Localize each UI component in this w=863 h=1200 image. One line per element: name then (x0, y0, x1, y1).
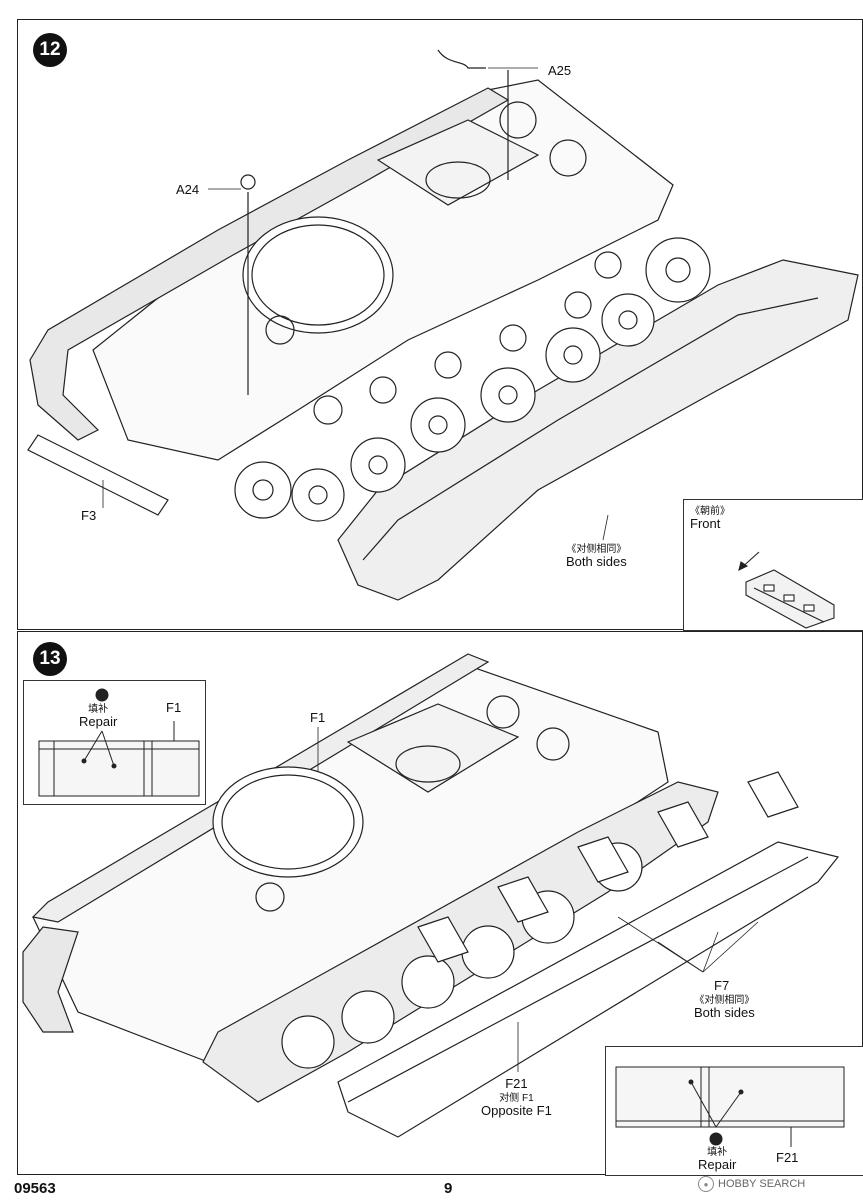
repair-note-right: 填补 Repair (698, 1147, 736, 1172)
repair-left-en: Repair (79, 714, 118, 729)
step-13-illustration (22, 653, 840, 1138)
repair-right-en: Repair (698, 1157, 737, 1172)
page-number: 9 (444, 1180, 453, 1197)
repair-f21-diagram (615, 1066, 845, 1147)
step-13-badge: 13 (33, 642, 67, 676)
product-code: 09563 (14, 1180, 56, 1197)
repair-left-cn: 填补 (88, 704, 109, 715)
both-sides-note: 《对侧相同》 Both sides (566, 544, 627, 569)
track-link-diagram (738, 551, 835, 629)
f7-note-en: Both sides (694, 1005, 755, 1020)
front-inset-label-cn: 《朝前》 (690, 506, 730, 517)
repair-inset-f1: 填补 Repair F1 (23, 680, 206, 805)
label-f7: F7 (714, 978, 730, 993)
f7-both-sides-note: 《对侧相同》 Both sides (694, 995, 755, 1020)
step-13-panel: 13 (17, 631, 863, 1176)
repair-left-part: F1 (166, 700, 182, 715)
watermark: ● HOBBY SEARCH (698, 1176, 805, 1192)
step-12-illustration (27, 49, 859, 601)
repair-inset-f21: 填补 Repair F21 (605, 1046, 863, 1176)
front-direction-inset: 《朝前》 Front (683, 499, 863, 631)
label-a25: A25 (548, 63, 572, 78)
repair-f1-diagram (38, 688, 200, 797)
watermark-logo-icon: ● (698, 1176, 714, 1192)
both-sides-note-cn: 《对侧相同》 (566, 544, 627, 555)
step-12-panel: 12 (17, 19, 863, 631)
label-f1-main: F1 (310, 710, 326, 725)
repair-right-cn: 填补 (707, 1147, 728, 1158)
label-f3: F3 (81, 508, 97, 523)
f7-note-cn: 《对侧相同》 (694, 995, 755, 1006)
front-inset-label: 《朝前》 Front (690, 506, 730, 531)
front-inset-label-en: Front (690, 516, 721, 531)
label-f21-main: F21 (505, 1076, 528, 1091)
label-a24: A24 (176, 182, 200, 197)
f21-note-cn: 对侧 F1 (499, 1093, 534, 1105)
repair-note-left: 填补 Repair (79, 704, 117, 729)
watermark-text: HOBBY SEARCH (718, 1178, 806, 1190)
step-12-badge: 12 (33, 33, 67, 67)
f21-callout: F21 对侧 F1 Opposite F1 (481, 1076, 552, 1119)
repair-right-part: F21 (776, 1150, 799, 1165)
f21-note-en: Opposite F1 (481, 1103, 552, 1119)
both-sides-note-en: Both sides (566, 554, 627, 569)
